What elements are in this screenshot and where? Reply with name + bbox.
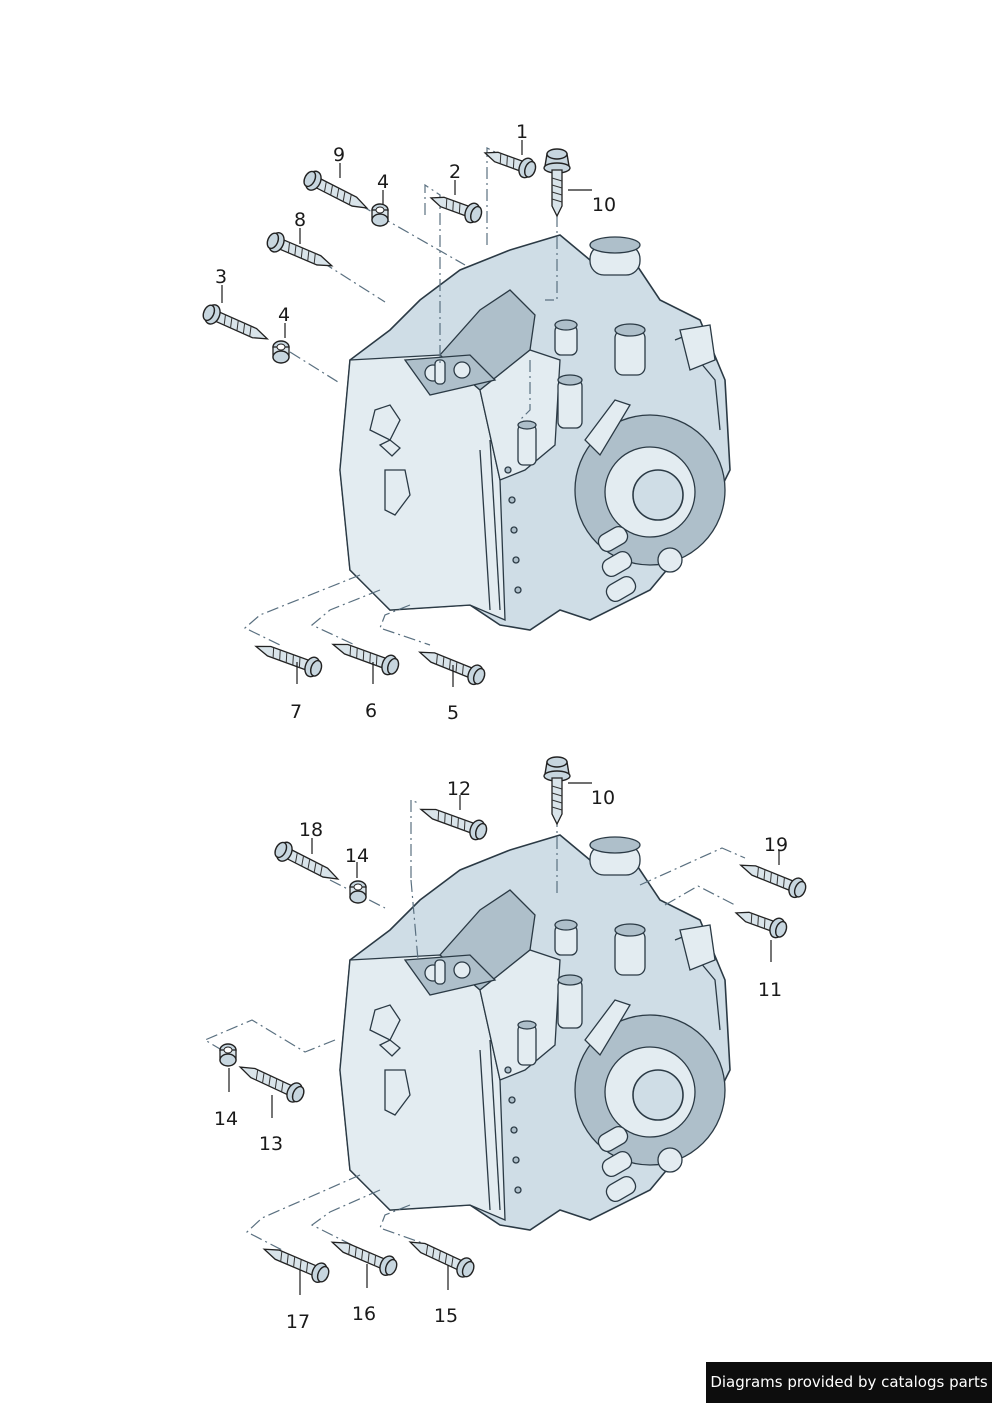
label-10-lower: 10 <box>591 787 615 809</box>
bolt-3 <box>199 300 273 349</box>
bolt-11 <box>731 902 790 942</box>
bolt-7 <box>251 636 325 681</box>
upper-assembly: 1 2 3 4 4 5 6 7 8 9 10 <box>199 121 731 724</box>
label-10-upper: 10 <box>592 194 616 216</box>
bolt-12 <box>416 799 490 844</box>
label-15: 15 <box>434 1305 458 1327</box>
bolt-10-lower <box>543 756 571 825</box>
label-11: 11 <box>758 979 782 1001</box>
label-2: 2 <box>449 161 461 183</box>
label-16: 16 <box>352 1303 376 1325</box>
bushing-14-lower <box>219 1043 237 1067</box>
label-12: 12 <box>447 778 471 800</box>
label-14-lower: 14 <box>214 1108 238 1130</box>
bolt-19 <box>736 855 810 902</box>
bolt-9 <box>300 167 373 218</box>
label-4-upper: 4 <box>377 171 389 193</box>
label-6: 6 <box>365 700 377 722</box>
label-1: 1 <box>516 121 528 143</box>
lower-assembly: 10 11 12 13 14 14 15 16 17 18 19 <box>203 756 810 1333</box>
label-4-lower: 4 <box>278 304 290 326</box>
lower-transmission-housing <box>339 834 731 1231</box>
bolt-2 <box>426 187 485 227</box>
label-3: 3 <box>215 266 227 288</box>
label-19: 19 <box>764 834 788 856</box>
bolt-10-upper <box>543 148 571 217</box>
label-5: 5 <box>447 702 459 724</box>
bushing-4-upper <box>371 203 389 227</box>
bolt-6 <box>328 634 402 679</box>
label-8: 8 <box>294 209 306 231</box>
label-18: 18 <box>299 819 323 841</box>
label-14-upper: 14 <box>345 845 369 867</box>
label-9: 9 <box>333 144 345 166</box>
bushing-4-lower <box>272 340 290 364</box>
bolt-15 <box>405 1232 478 1282</box>
label-17: 17 <box>286 1311 310 1333</box>
credit-banner: Diagrams provided by catalogs parts <box>706 1362 992 1403</box>
bolt-1 <box>480 142 539 182</box>
label-7: 7 <box>290 701 302 723</box>
bolt-16 <box>327 1232 401 1280</box>
upper-transmission-housing <box>339 234 731 631</box>
bushing-14-upper <box>349 880 367 904</box>
label-13: 13 <box>259 1133 283 1155</box>
bolt-5 <box>415 642 489 689</box>
bolt-17 <box>259 1239 333 1287</box>
